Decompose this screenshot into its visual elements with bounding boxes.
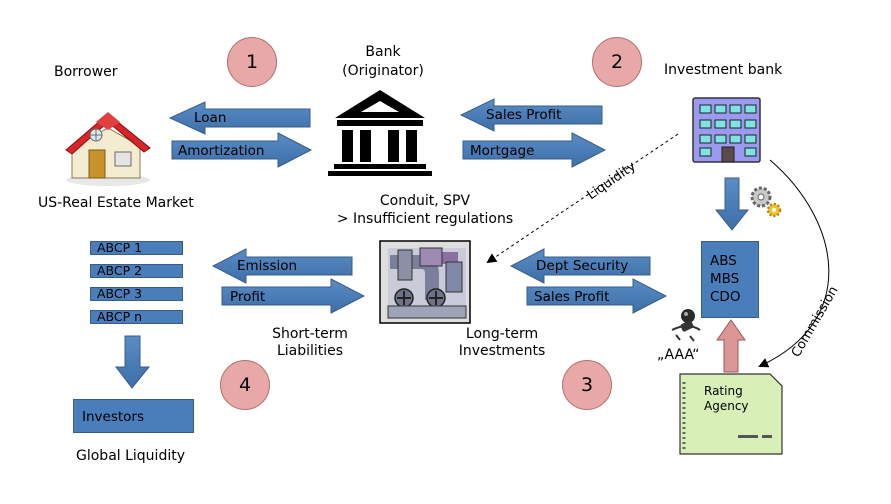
bank-building-icon xyxy=(328,90,432,176)
securities-box: ABS MBS CDO xyxy=(701,241,759,318)
borrower-label: Borrower xyxy=(54,64,118,80)
security-abs: ABS xyxy=(710,253,737,269)
liquidity-dashed-line xyxy=(486,133,679,264)
regulations-label: > Insufficient regulations xyxy=(336,211,514,227)
down-arrow-investment-bank xyxy=(714,177,750,231)
mortgage-text: Mortgage xyxy=(470,143,535,159)
security-cdo: CDO xyxy=(710,289,741,305)
global-liquidity-label: Global Liquidity xyxy=(76,448,185,464)
gears-icon xyxy=(750,186,782,218)
step-3-circle: 3 xyxy=(562,360,612,410)
abcp-bar: ABCP 3 xyxy=(90,287,183,301)
commission-curve xyxy=(758,159,830,368)
investors-label: Investors xyxy=(82,409,145,425)
long-term-label: Long-term xyxy=(465,326,539,342)
abcp-bar: ABCP 2 xyxy=(90,264,183,278)
amortization-text: Amortization xyxy=(178,143,265,159)
originator-label: (Originator) xyxy=(342,63,424,79)
investment-bank-label: Investment bank xyxy=(664,62,783,78)
rating-agency-line-1: Rating xyxy=(704,384,743,398)
sales-profit-mid-text: Sales Profit xyxy=(534,289,610,305)
us-real-estate-label: US-Real Estate Market xyxy=(38,195,194,211)
aaa-label: „AAA“ xyxy=(657,347,700,363)
dept-security-arrow xyxy=(509,248,651,284)
abcp-bar: ABCP n xyxy=(90,310,183,324)
bank-label: Bank xyxy=(365,44,401,60)
short-term-label: Short-term xyxy=(272,326,348,342)
security-mbs: MBS xyxy=(710,271,740,287)
sales-profit-top-arrow xyxy=(459,98,603,132)
office-building-icon xyxy=(692,97,761,163)
document-icon xyxy=(673,373,783,455)
down-arrow-investors xyxy=(114,335,151,389)
pipes-conduit-icon xyxy=(379,240,471,324)
rating-up-arrow xyxy=(716,319,746,373)
emission-arrow xyxy=(211,248,353,284)
step-4-circle: 4 xyxy=(220,360,270,410)
step-2-circle: 2 xyxy=(592,37,642,87)
profit-text: Profit xyxy=(230,289,266,305)
conduit-label: Conduit, SPV xyxy=(379,193,471,209)
step-1-circle: 1 xyxy=(227,37,277,87)
abcp-bar: ABCP 1 xyxy=(90,241,183,255)
liabilities-label: Liabilities xyxy=(276,343,344,359)
mortgage-arrow xyxy=(462,132,607,168)
rating-agency-line-2: Agency xyxy=(704,399,749,413)
dept-security-text: Dept Security xyxy=(536,258,629,274)
sales-profit-mid-arrow xyxy=(526,278,668,314)
house-icon xyxy=(65,112,151,186)
emission-text: Emission xyxy=(237,258,298,274)
rating-stamp-icon xyxy=(671,309,701,342)
sales-profit-top-text: Sales Profit xyxy=(486,107,562,123)
loan-text: Loan xyxy=(194,110,227,126)
investments-label: Investments xyxy=(458,343,546,359)
amortization-arrow xyxy=(171,132,313,168)
profit-arrow xyxy=(221,278,366,314)
loan-arrow xyxy=(168,101,311,135)
rating-agency-text: Rating Agency xyxy=(704,384,749,414)
investors-box: Investors xyxy=(73,399,194,433)
